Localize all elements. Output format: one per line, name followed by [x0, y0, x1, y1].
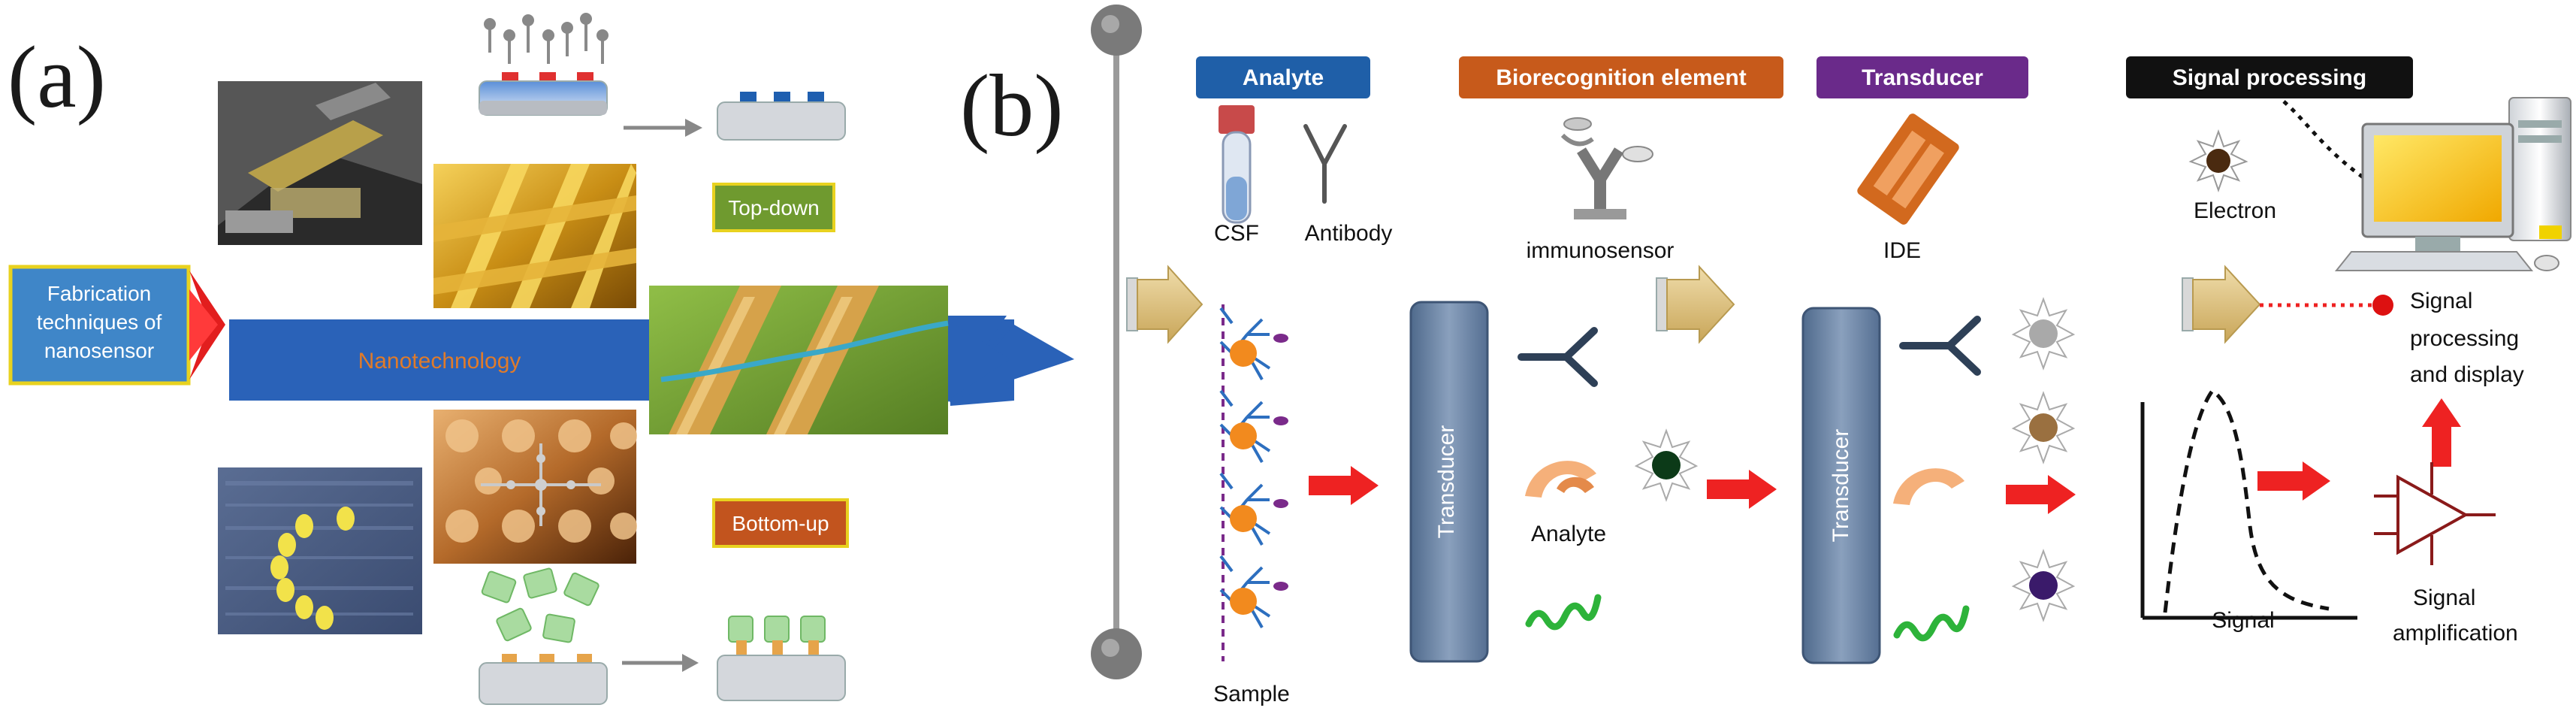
header-signal-processing: Signal processing [2126, 56, 2413, 98]
header-analyte-text: Analyte [1243, 65, 1324, 90]
top-down-label: Top-down [728, 196, 819, 219]
fabrication-line-3: nanosensor [44, 339, 154, 362]
red-arrow-4 [2257, 461, 2330, 501]
green-squiggle-right [1893, 605, 1970, 642]
red-arrow-3 [2006, 475, 2076, 514]
analyte-crescent-right [1893, 468, 1964, 505]
ide-icon [1857, 113, 1959, 225]
signal-processing-display-line-1: Signal [2410, 289, 2472, 313]
signal-processing-display-line-2: processing [2410, 326, 2519, 351]
nanotech-visible-head [947, 319, 1010, 401]
vertical-pin-bar [1091, 5, 1142, 679]
top-down-chip-before [479, 13, 609, 116]
signal-processing-display-line-3: and display [2410, 362, 2524, 387]
immunosensor-icon [1560, 117, 1653, 219]
antibody-icon [1303, 124, 1347, 204]
fabrication-box: Fabrication techniques of nanosensor [8, 265, 191, 386]
blue-arrowhead-right-of-photo [948, 331, 949, 391]
star-gray [2011, 297, 2076, 371]
header-biorecognition: Biorecognition element [1459, 56, 1783, 98]
ide-label: IDE [1883, 238, 1921, 263]
photo-nanowire-grid [433, 164, 636, 308]
antibody-y-mid [1518, 327, 1598, 387]
immunosensor-label: immunosensor [1527, 238, 1675, 263]
analyte-crescent-mid [1525, 461, 1596, 498]
photo-atom-letter [218, 467, 422, 634]
sample-label: Sample [1213, 682, 1290, 706]
red-arrow-up [2422, 398, 2461, 467]
fabrication-line-1: Fabrication [47, 282, 152, 305]
sample-surface [1219, 304, 1288, 661]
signal-amplification-line-2: amplification [2393, 621, 2518, 646]
panel-b-label: (b) [960, 56, 1064, 155]
signal-amplification-line-1: Signal [2413, 585, 2475, 610]
tan-arrow-3 [2182, 265, 2261, 344]
panel-a-label: (a) [8, 28, 106, 126]
header-signal-processing-text: Signal processing [2173, 65, 2366, 90]
signal-label: Signal [2212, 608, 2274, 633]
bottom-up-blocks [481, 567, 599, 643]
electron-label: Electron [2194, 198, 2276, 223]
bottom-up-arrow-head [682, 654, 699, 672]
top-down-arrow-head [685, 119, 702, 137]
header-biorecognition-text: Biorecognition element [1496, 65, 1746, 90]
red-arrow-2 [1707, 470, 1777, 509]
star-dark-green [1634, 428, 1699, 502]
transducer-block-1: Transducer [1409, 301, 1489, 663]
csf-label: CSF [1214, 221, 1259, 246]
header-transducer: Transducer [1816, 56, 2028, 98]
green-squiggle-mid [1525, 594, 1602, 631]
header-analyte: Analyte [1196, 56, 1370, 98]
transducer-block-2-text: Transducer [1829, 429, 1853, 543]
top-down-box [712, 183, 835, 232]
bottom-up-label: Bottom-up [732, 512, 829, 535]
photo-stm-molecule [433, 410, 637, 564]
transducer-block-1-text: Transducer [1434, 425, 1459, 539]
transducer-block-2: Transducer [1801, 307, 1881, 664]
nanotechnology-label: Nanotechnology [358, 349, 521, 374]
photo-nanowire-sem [649, 286, 949, 434]
signal-curve [2163, 388, 2330, 613]
red-chevron-arrow [189, 271, 225, 380]
top-down-chip-after [717, 92, 846, 141]
fabrication-line-2: techniques of [37, 310, 162, 334]
bottom-up-chip-before [479, 654, 608, 705]
photo-cantilever [218, 81, 422, 245]
csf-tube-icon [1219, 105, 1255, 224]
tan-arrow-2 [1656, 265, 1735, 344]
antibody-label: Antibody [1305, 221, 1393, 246]
star-brown [2011, 391, 2076, 464]
signal-output-dot [2372, 295, 2393, 316]
header-transducer-text: Transducer [1862, 65, 1983, 90]
antibody-y-right [1899, 316, 1981, 376]
star-purple [2011, 549, 2076, 622]
analyte-mid-label: Analyte [1531, 522, 1606, 546]
signal-plot [2140, 388, 2357, 620]
bottom-up-box [712, 498, 849, 548]
tan-arrow-1 [1126, 265, 1203, 344]
computer-icon [2334, 97, 2571, 271]
electron-icon [2188, 129, 2248, 193]
amplifier-icon [2374, 462, 2496, 565]
red-arrow-1 [1309, 466, 1379, 505]
red-chevron-arrow-body [189, 289, 218, 361]
bottom-up-chip-after [717, 616, 846, 701]
